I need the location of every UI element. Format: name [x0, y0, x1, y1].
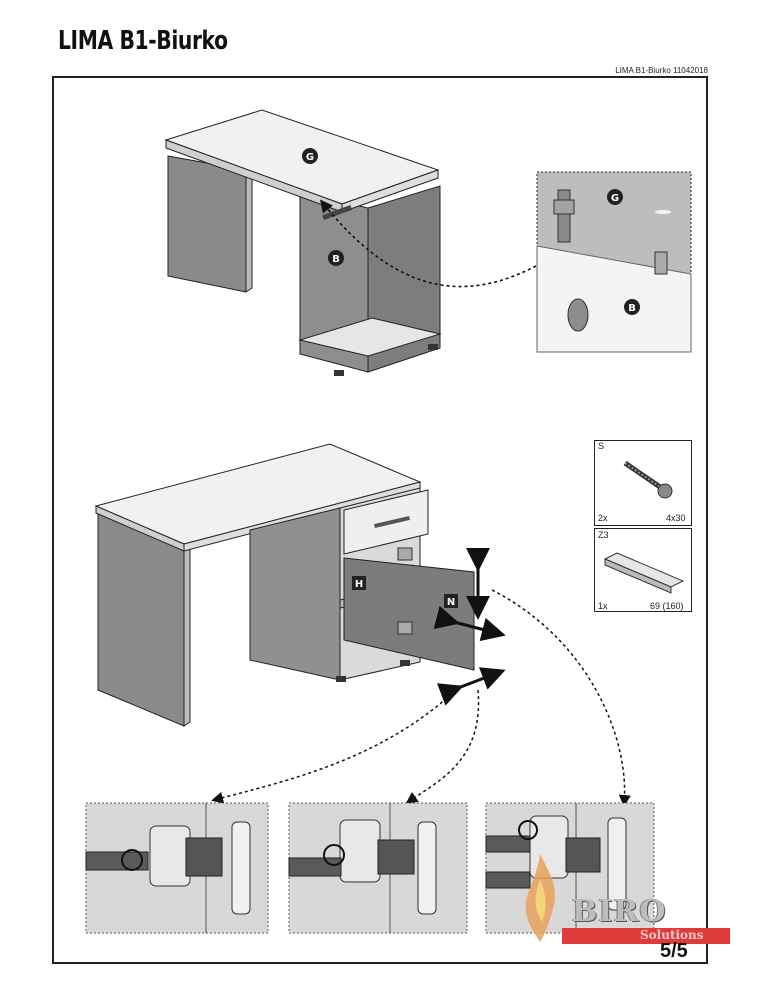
part-s-size: 4x30: [666, 513, 686, 523]
hinge-detail-2: [288, 802, 468, 934]
part-box-screw: [594, 440, 692, 526]
door-label-n-badge: [444, 594, 458, 608]
part-z3-code: Z3: [598, 530, 609, 540]
part-s-qty: 2x: [598, 513, 608, 523]
assembled-desk: [94, 443, 475, 727]
document-title: LIMA B1-Biurko: [58, 26, 228, 56]
adjustment-arrows: [433, 548, 506, 706]
part-z3-size: 69 (160): [650, 601, 684, 611]
detail-label-b-badge: [624, 299, 640, 315]
door-label-n: N: [447, 597, 455, 608]
document-id: LIMA B1-Biurko 11042018: [615, 66, 708, 75]
hinge-detail-1: [85, 802, 269, 934]
instruction-frame: [52, 76, 708, 964]
part-label-b: B: [332, 254, 340, 265]
watermark-bar: [562, 928, 730, 944]
screw-icon: [623, 460, 673, 499]
watermark-flame-logo: [525, 854, 555, 942]
part-label-g-badge: [302, 148, 318, 164]
hinge-detail-3: [485, 802, 655, 934]
desk-top-assembly: [164, 109, 442, 376]
part-label-b-badge: [328, 250, 344, 266]
detail-label-g-badge: [607, 189, 623, 205]
shelf-label-h: H: [355, 579, 363, 590]
watermark-sub: Solutions: [640, 928, 704, 942]
part-label-g: G: [306, 152, 314, 163]
shelf-label-h-badge: [352, 576, 366, 590]
handle-bar-icon: [603, 552, 685, 594]
part-z3-qty: 1x: [598, 601, 608, 611]
part-s-code: S: [598, 441, 605, 451]
detail-label-b: B: [628, 303, 636, 314]
page-number: 5/5: [660, 940, 688, 962]
detail-label-g: G: [611, 193, 619, 204]
hinge-connectors: [211, 589, 631, 807]
watermark-name: BIRO: [572, 894, 667, 929]
part-box-handle: [594, 528, 692, 612]
